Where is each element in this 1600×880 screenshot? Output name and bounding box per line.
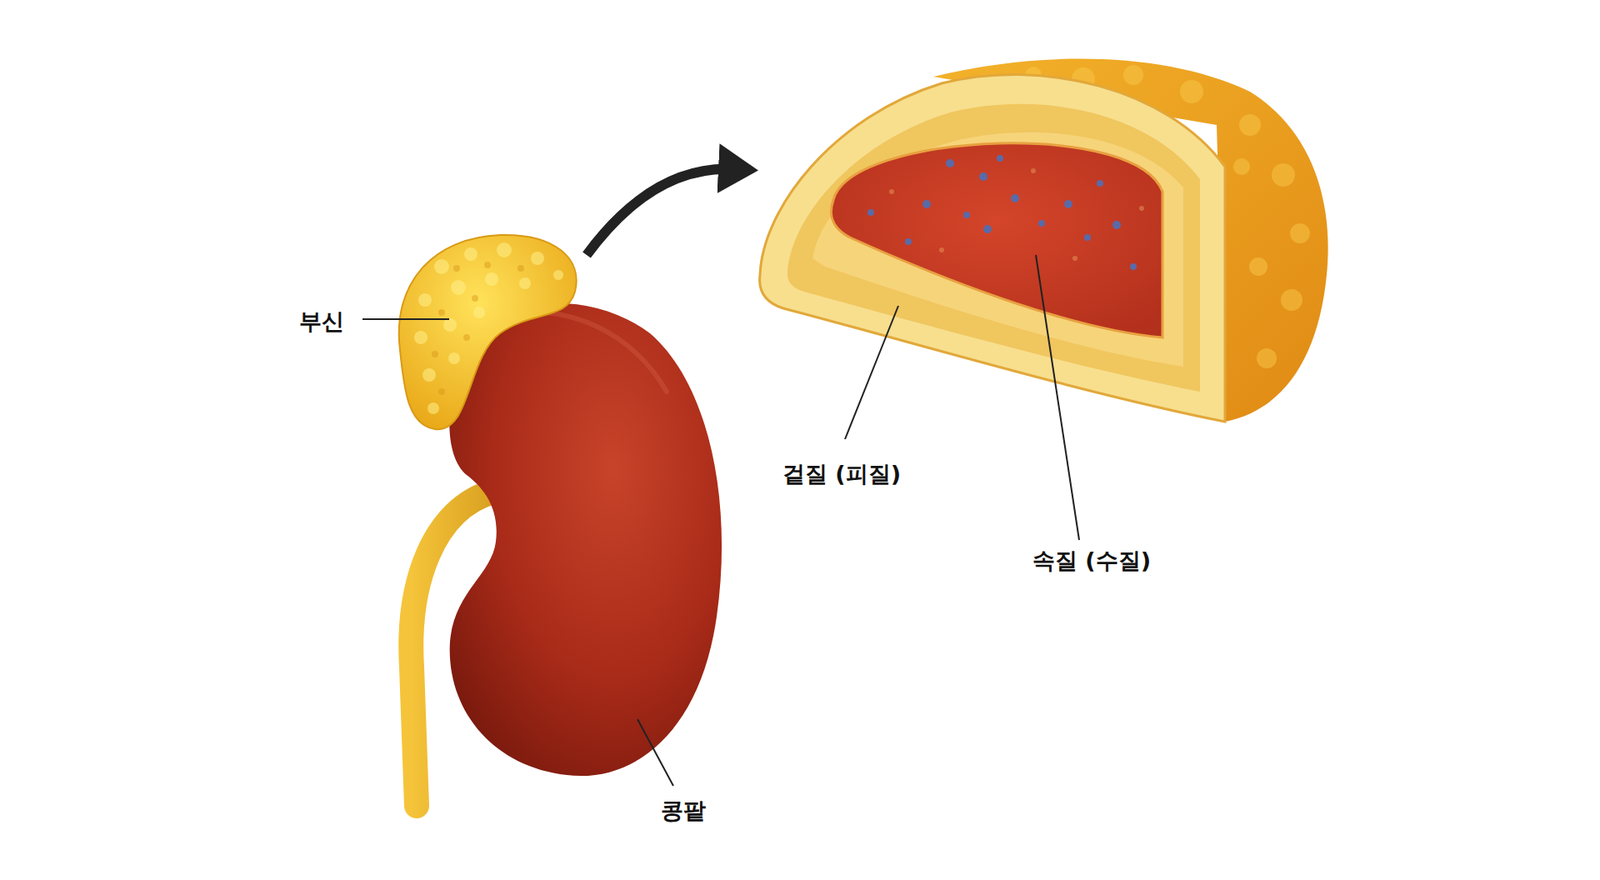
- part-label: 콩팥: [660, 797, 706, 825]
- part-label: 부신: [299, 308, 345, 335]
- part-label: 속질 (수질): [1032, 547, 1151, 575]
- part-label: 겉질 (피질): [782, 460, 901, 488]
